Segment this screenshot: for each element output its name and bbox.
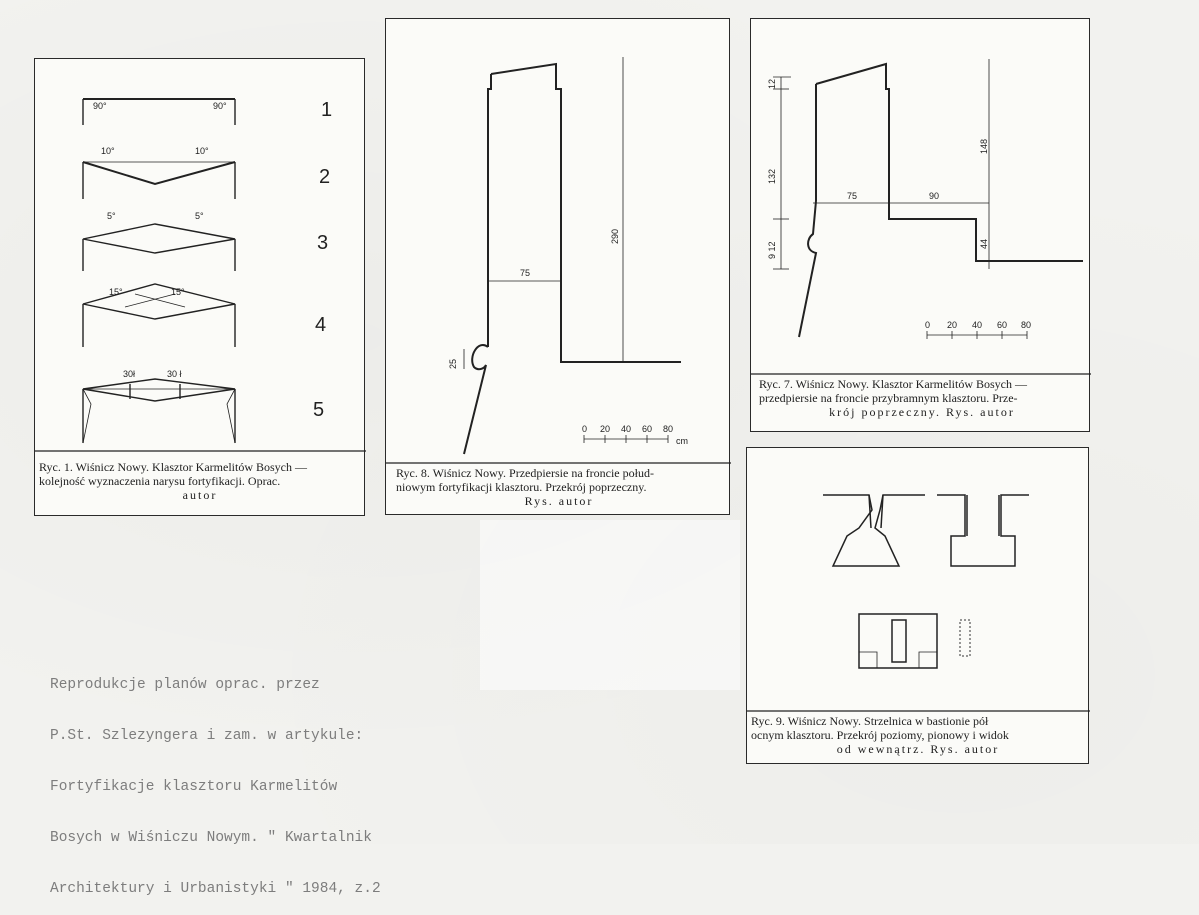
caption-line: autor: [182, 488, 218, 502]
caption-line: niowym fortyfikacji klasztoru. Przekrój …: [396, 480, 647, 494]
fig1-row-number: 2: [319, 166, 330, 188]
figure-8-drawing: 290 75 25 0 20 40 60 80 cm: [386, 57, 731, 464]
fig1-row-number: 3: [317, 232, 328, 254]
fig7-dim: 9 12: [767, 241, 777, 259]
fig1-angle-label: 5°: [107, 211, 116, 221]
fig7-dim: 12: [767, 79, 777, 89]
fig7-dim: 148: [979, 139, 989, 154]
scale-tick: 40: [972, 320, 982, 330]
note-line: Bosych w Wiśniczu Nowym. " Kwartalnik: [50, 830, 372, 846]
figure-1-drawing: 90° 90° 10° 10° 5° 5° 15° 15° 30ł 30 ł 1…: [35, 98, 366, 452]
scale-tick: 20: [600, 424, 610, 434]
fig1-angle-label: 90°: [213, 101, 227, 111]
fig1-angle-label: 5°: [195, 211, 204, 221]
fig1-row-number: 4: [315, 314, 326, 336]
fig7-dim: 132: [767, 169, 777, 184]
note-line: P.St. Szlezyngera i zam. w artykule:: [50, 728, 364, 744]
scale-tick: 60: [642, 424, 652, 434]
figure-8-panel: 290 75 25 0 20 40 60 80 cm Ryc. 8. Wiśni…: [385, 18, 731, 515]
figure-9-panel: Ryc. 9. Wiśnicz Nowy. Strzelnica w basti…: [746, 447, 1090, 764]
caption-line: Ryc. 8. Wiśnicz Nowy. Przedpiersie na fr…: [396, 466, 654, 480]
caption-line: kolejność wyznaczenia narysu fortyfikacj…: [39, 474, 281, 488]
note-line: Reprodukcje planów oprac. przez: [50, 677, 320, 693]
figure-1-caption: Ryc. 1. Wiśnicz Nowy. Klasztor Karmelitó…: [39, 460, 361, 502]
figure-1-panel: 90° 90° 10° 10° 5° 5° 15° 15° 30ł 30 ł 1…: [34, 58, 366, 516]
scale-tick: 0: [582, 424, 587, 434]
figure-9-drawing: [747, 494, 1090, 712]
fig1-angle-label: 10°: [101, 146, 115, 156]
typewritten-source-note: Reprodukcje planów oprac. przez P.St. Sz…: [50, 643, 381, 915]
fig1-row-number: 5: [313, 399, 324, 421]
scale-tick: 0: [925, 320, 930, 330]
caption-line: ocnym klasztoru. Przekrój poziomy, piono…: [751, 728, 1009, 742]
fig1-angle-label: 15°: [171, 287, 185, 297]
caption-line: Rys. autor: [524, 494, 594, 508]
bleed-through-area: [480, 520, 740, 690]
scale-tick: 20: [947, 320, 957, 330]
scale-tick: 80: [663, 424, 673, 434]
fig7-dim: 90: [929, 191, 939, 201]
note-line: Architektury i Urbanistyki " 1984, z.2: [50, 881, 381, 897]
figure-7-drawing: 12 132 9 12 148 44 75 90 0 20 40 60 80: [751, 59, 1091, 375]
scale-unit: cm: [676, 436, 688, 446]
fig1-angle-label: 30 ł: [167, 369, 182, 379]
figure-7-caption: Ryc. 7. Wiśnicz Nowy. Klasztor Karmelitó…: [759, 377, 1085, 419]
fig1-row-number: 1: [321, 99, 332, 121]
fig1-angle-label: 10°: [195, 146, 209, 156]
scale-tick: 60: [997, 320, 1007, 330]
fig1-angle-label: 15°: [109, 287, 123, 297]
figure-7-panel: 12 132 9 12 148 44 75 90 0 20 40 60 80 R…: [750, 18, 1091, 432]
fig1-angle-label: 90°: [93, 101, 107, 111]
caption-line: Ryc. 7. Wiśnicz Nowy. Klasztor Karmelitó…: [759, 377, 1027, 391]
fig1-angle-label: 30ł: [123, 369, 135, 379]
scale-tick: 40: [621, 424, 631, 434]
caption-line: krój poprzeczny. Rys. autor: [829, 405, 1015, 419]
caption-line: od wewnątrz. Rys. autor: [836, 742, 1000, 756]
caption-line: Ryc. 1. Wiśnicz Nowy. Klasztor Karmelitó…: [39, 460, 307, 474]
fig8-dim-height: 290: [610, 229, 620, 244]
figure-9-caption: Ryc. 9. Wiśnicz Nowy. Strzelnica w basti…: [751, 714, 1085, 756]
fig7-dim: 75: [847, 191, 857, 201]
note-line: Fortyfikacje klasztoru Karmelitów: [50, 779, 338, 795]
caption-line: Ryc. 9. Wiśnicz Nowy. Strzelnica w basti…: [751, 714, 989, 728]
scale-tick: 80: [1021, 320, 1031, 330]
fig8-dim-bump: 25: [448, 359, 458, 369]
caption-line: przedpiersie na froncie przybramnym klas…: [759, 391, 1018, 405]
fig7-dim: 44: [979, 239, 989, 249]
fig8-dim-width: 75: [520, 268, 530, 278]
figure-8-caption: Ryc. 8. Wiśnicz Nowy. Przedpiersie na fr…: [396, 466, 722, 508]
